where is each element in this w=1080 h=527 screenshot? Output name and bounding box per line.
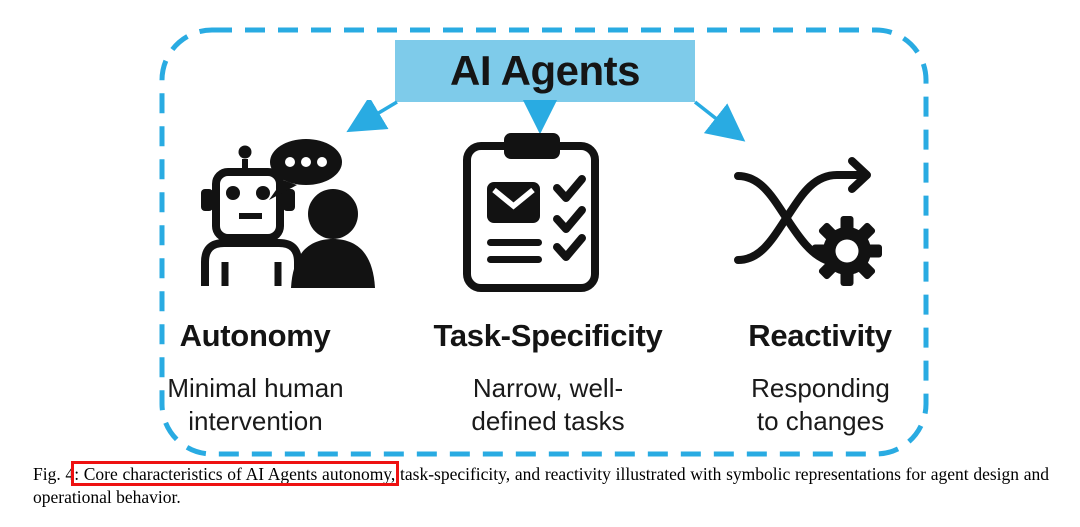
caption-prefix: Fig. 4 [33, 464, 75, 484]
gear-icon [812, 216, 882, 286]
task-description-line2: defined tasks [471, 406, 625, 436]
task-specificity-heading: Task-Specificity [433, 318, 663, 353]
arrow-to-autonomy [346, 100, 398, 133]
task-description-line1: Narrow, well- [472, 373, 624, 403]
shuffle-gear-icon [734, 157, 882, 286]
autonomy-description: Minimal human intervention [148, 372, 363, 438]
ai-agents-title-box: AI Agents [395, 40, 695, 102]
caption-highlighted-text: : Core characteristics of AI Agents auto… [74, 464, 396, 484]
autonomy-description-line1: Minimal human [167, 373, 344, 403]
caption-rest: task-specificity, and reactivity illustr… [33, 464, 1049, 507]
arrow-to-reactivity [693, 100, 746, 142]
reactivity-description: Responding to changes [718, 372, 923, 438]
autonomy-heading: Autonomy [179, 318, 331, 353]
reactivity-heading: Reactivity [748, 318, 892, 353]
reactivity-description-line1: Responding [751, 373, 890, 403]
connector-arrows [346, 100, 746, 142]
reactivity-description-line2: to changes [756, 406, 885, 436]
robot-chat-person-icon [201, 139, 375, 288]
task-specificity-description: Narrow, well- defined tasks [433, 372, 663, 438]
autonomy-description-line2: intervention [188, 406, 323, 436]
dashed-border-frame [159, 27, 929, 457]
caption-highlight-red-box: : Core characteristics of AI Agents auto… [74, 464, 395, 484]
figure-caption: Fig. 4: Core characteristics of AI Agent… [33, 463, 1049, 509]
ai-agents-title: AI Agents [450, 47, 640, 94]
clipboard-checklist-icon [463, 133, 599, 292]
